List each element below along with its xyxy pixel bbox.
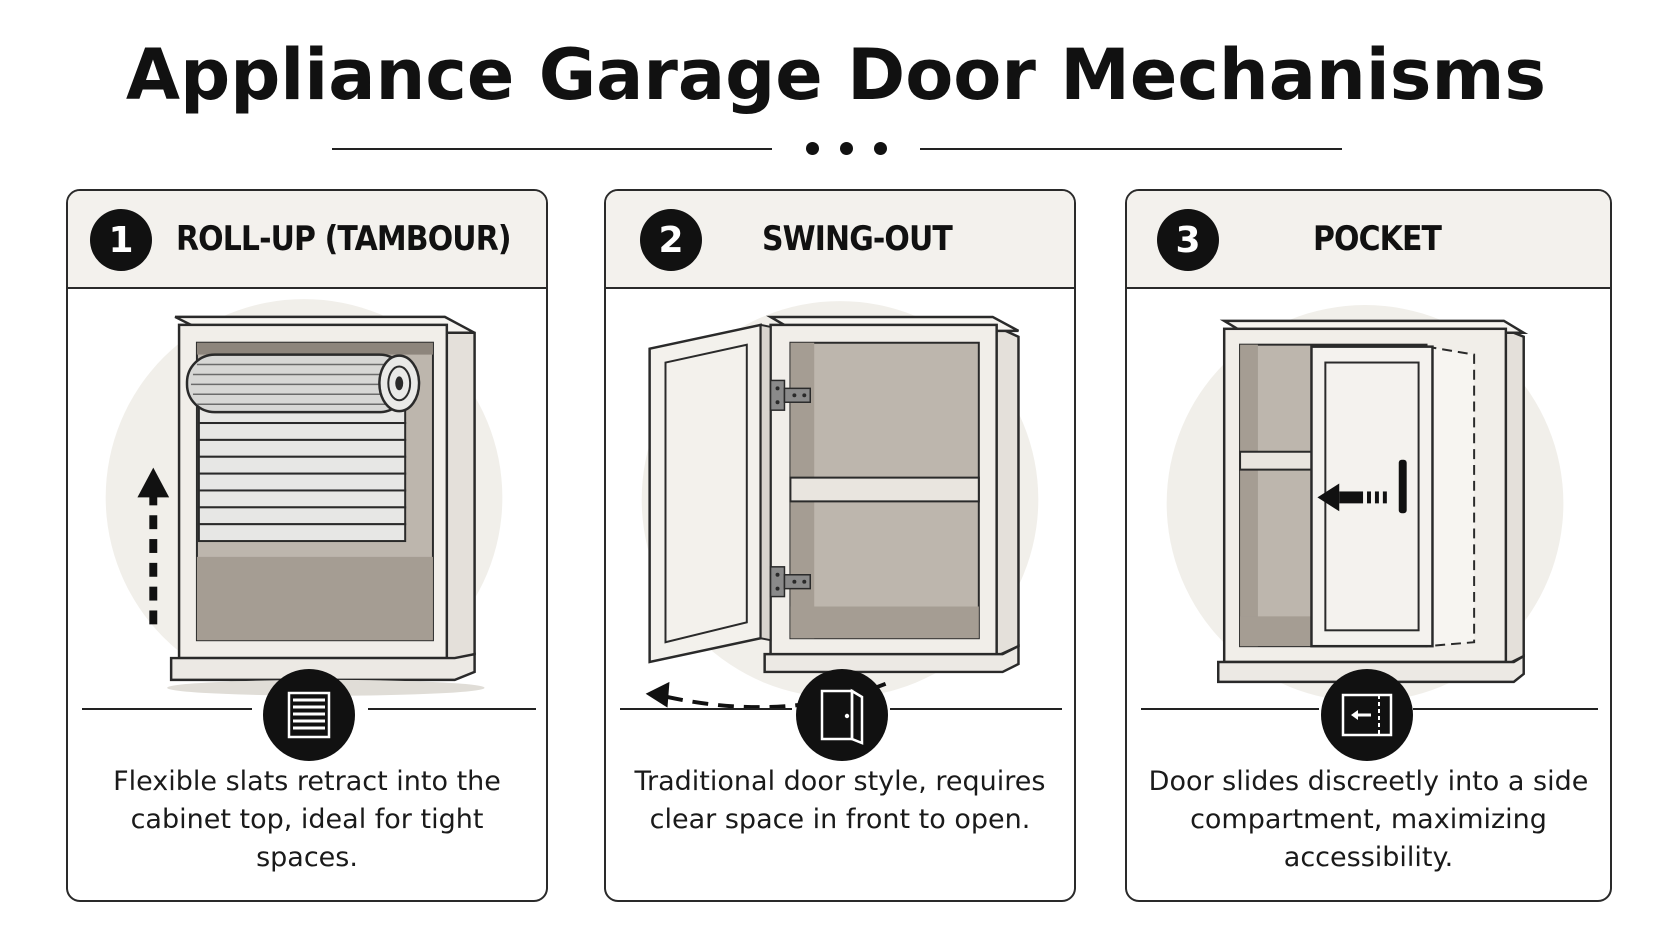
card-description: Door slides discreetly into a side compa… — [1148, 766, 1589, 873]
card-swing-out: 2 SWING-OUT — [604, 189, 1076, 902]
card-title: POCKET — [1313, 219, 1442, 259]
swing-out-cabinet-illustration — [641, 301, 1039, 710]
roll-up-cabinet-illustration — [105, 299, 503, 696]
section-rule — [368, 708, 536, 710]
card-header: 3 POCKET — [1127, 191, 1610, 289]
section-rule — [1413, 708, 1598, 710]
card-header: 1 ROLL-UP (TAMBOUR) — [68, 191, 546, 289]
divider-dot — [874, 142, 887, 155]
step-number-badge: 2 — [640, 209, 702, 271]
slide-into-pocket-icon — [1321, 669, 1413, 761]
divider-dot — [840, 142, 853, 155]
section-rule — [1141, 708, 1319, 710]
divider-line-left — [332, 148, 772, 150]
tambour-slats-icon — [263, 669, 355, 761]
title-divider — [332, 138, 1342, 158]
divider-line-right — [920, 148, 1342, 150]
card-title: ROLL-UP (TAMBOUR) — [176, 219, 512, 259]
card-header: 2 SWING-OUT — [606, 191, 1074, 289]
card-pocket: 3 POCKET — [1125, 189, 1612, 902]
section-rule — [620, 708, 792, 710]
page-title: Appliance Garage Door Mechanisms — [125, 34, 1547, 116]
section-rule — [890, 708, 1062, 710]
divider-dot — [806, 142, 819, 155]
card-roll-up: 1 ROLL-UP (TAMBOUR) — [66, 189, 548, 902]
step-number-badge: 3 — [1157, 209, 1219, 271]
open-door-icon — [796, 669, 888, 761]
card-description: Traditional door style, requires clear s… — [634, 766, 1046, 835]
pocket-cabinet-illustration — [1166, 305, 1564, 702]
step-number-badge: 1 — [90, 209, 152, 271]
card-description: Flexible slats retract into the cabinet … — [113, 766, 501, 873]
card-title: SWING-OUT — [762, 219, 953, 259]
section-rule — [82, 708, 252, 710]
